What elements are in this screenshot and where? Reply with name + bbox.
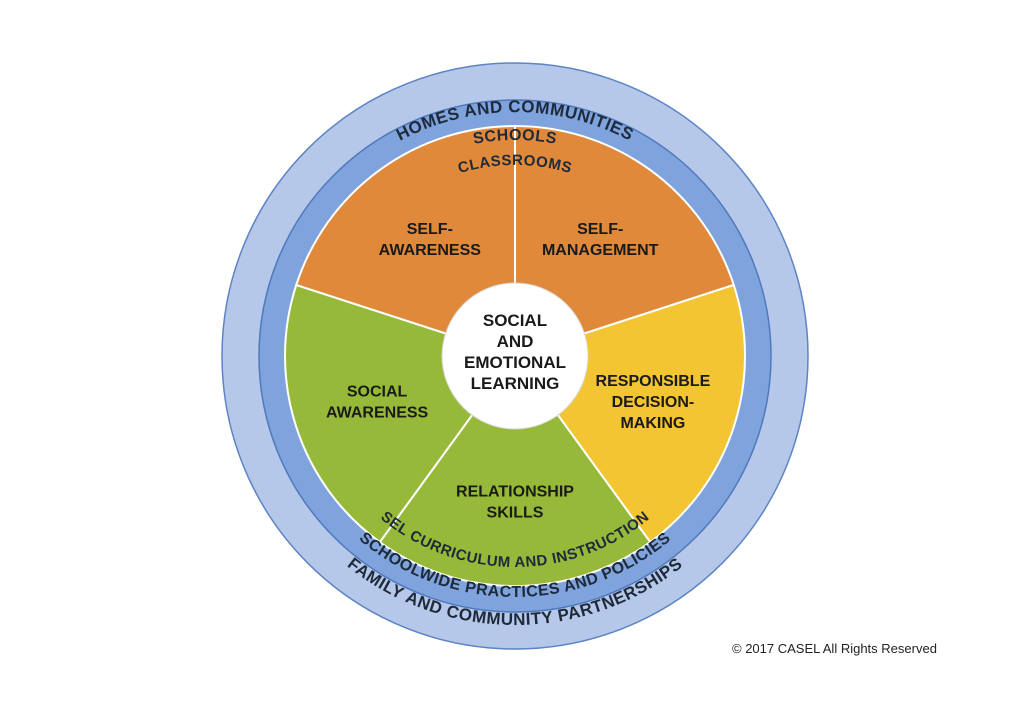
responsible-decision-making-label-line-1: RESPONSIBLE — [596, 373, 711, 390]
competency-segments: SELF- MANAGEMENT RESPONSIBLE DECISION- MAKIN… — [284, 124, 746, 587]
center-circle — [441, 282, 589, 430]
self-management-label-line-2: MANAGEMENT — [542, 242, 659, 259]
center-label: SOCIAL AND EMOTIONAL LEARNING — [464, 311, 566, 393]
social-awareness-label-line-2: AWARENESS — [326, 404, 429, 421]
self-awareness-segment — [294, 124, 516, 358]
relationship-skills-segment — [378, 354, 652, 587]
self-management-segment — [514, 124, 736, 358]
self-awareness-label-line-2: AWARENESS — [379, 242, 482, 259]
center-line-3: EMOTIONAL — [464, 353, 566, 372]
self-management-label-line-1: SELF- — [577, 221, 623, 238]
schools-label: SCHOOLS — [472, 127, 558, 148]
relationship-skills-label-line-2: SKILLS — [487, 505, 544, 522]
svg-text:SOCIAL: SOCIAL — [483, 311, 547, 330]
center-line-4: LEARNING — [471, 374, 560, 393]
responsible-decision-making-label-line-3: MAKING — [620, 415, 685, 432]
responsible-decision-making-label-line-2: DECISION- — [612, 394, 695, 411]
center-line-1: SOCIAL — [483, 311, 547, 330]
self-awareness-label-line-1: SELF- — [407, 221, 453, 238]
copyright-notice: © 2017 CASEL All Rights Reserved — [732, 641, 937, 656]
relationship-skills-label-line-1: RELATIONSHIP — [456, 484, 574, 501]
social-awareness-label-line-1: SOCIAL — [347, 383, 408, 400]
svg-text:AND: AND — [497, 332, 534, 351]
center-line-2: AND — [497, 332, 534, 351]
svg-text:EMOTIONAL: EMOTIONAL — [464, 353, 566, 372]
svg-text:LEARNING: LEARNING — [471, 374, 560, 393]
